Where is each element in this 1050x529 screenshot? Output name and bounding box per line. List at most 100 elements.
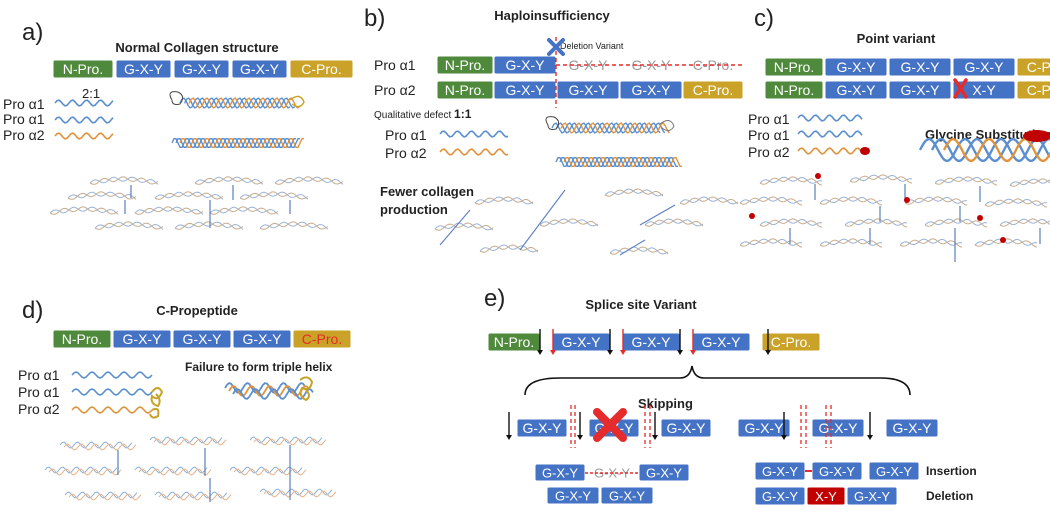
failure-triple-helix-label: Failure to form triple helix — [185, 360, 333, 374]
glycine-x-mark-icon — [953, 78, 968, 99]
domain-segment-2 — [172, 329, 232, 349]
fibril-d-unit-6-a — [64, 491, 138, 499]
panel-b-letter: b) — [364, 5, 385, 32]
fibril-c-unit-13-b — [819, 238, 883, 248]
panel-b-title: Haploinsufficiency — [494, 8, 610, 23]
fibril-c-unit-8-b — [759, 218, 823, 228]
domain-segment-0 — [436, 55, 494, 75]
skipping-row: G-X-YG-X-YG-X-Y — [506, 405, 712, 448]
fibril-c-unit-12-a — [739, 238, 803, 246]
panel-c-chain-2: Pro α1 — [748, 127, 790, 143]
d-alpha1-wave-1 — [71, 371, 153, 379]
fibril-b-link-0 — [439, 209, 471, 246]
domain-label-0: G-X-Y — [542, 466, 578, 481]
fibril-c-mutation-3 — [977, 215, 983, 221]
fibril-c-unit-0-b — [759, 176, 823, 186]
fibril-d-unit-3-b — [48, 468, 122, 476]
d-misfold-strand-2 — [232, 388, 314, 400]
domain-label-3: G-X-Y — [240, 61, 280, 77]
fibril-c-unit-10-b — [924, 218, 988, 228]
domain-segment-0 — [764, 80, 824, 100]
fibril-c-mutation-4 — [1000, 237, 1006, 243]
fibril-b-unit-2-b — [679, 196, 739, 205]
domain-label-1: G-X-Y — [819, 464, 855, 479]
fibril-c-unit-5-a — [819, 196, 883, 204]
panel-c-chain-1: Pro α1 — [748, 111, 790, 127]
fibril-d-unit-3-a — [44, 466, 118, 474]
fibril-c-unit-4-b — [739, 196, 803, 206]
domain-label-1: G-X-Y — [506, 82, 546, 98]
domain-label-0: G-X-Y — [745, 420, 785, 436]
glycine-substitution-label: Glycine Substitution — [925, 127, 1050, 142]
domain-label-3: G-X-Y — [243, 331, 283, 347]
panel-c-chain-3: Pro α2 — [748, 144, 790, 160]
domain-label-1: G-X-Y — [124, 61, 164, 77]
procollagen-b-strand-3 — [560, 122, 670, 134]
fibril-b-unit-7-b — [609, 246, 669, 255]
domain-label-0: N-Pro. — [63, 61, 103, 77]
panel-e-splice-arrows — [537, 329, 771, 355]
panel-d-chain-2: Pro α1 — [18, 384, 60, 400]
fibril-d-unit-8-a — [259, 488, 333, 496]
domain-label-2: G-X-Y — [893, 420, 933, 436]
fibril-b-unit-6-b — [479, 244, 539, 253]
fibril-c-unit-7-a — [984, 198, 1048, 206]
domain-segment-4 — [682, 80, 744, 100]
panel-a-letter: a) — [22, 19, 43, 46]
domain-label-2: G-X-Y — [901, 82, 941, 98]
fibril-a-unit-1-b — [194, 176, 264, 185]
domain-label-0: G-X-Y — [762, 489, 798, 504]
panel-b-row1-label: Pro α1 — [374, 57, 416, 73]
fibril-d-unit-2-a — [249, 436, 323, 444]
fibril-c-unit-9-a — [844, 218, 908, 226]
domain-label-3: G-X-Y — [632, 57, 672, 73]
domain-label-1: G-X-Y — [562, 334, 602, 350]
panel-e-brace — [524, 365, 911, 396]
splice-arrow-black-3-head — [765, 350, 771, 355]
domain-label-1: X-Y — [815, 489, 837, 504]
panel-a-chain-2: Pro α1 — [3, 111, 45, 127]
fibril-c-mutation-2 — [749, 213, 755, 219]
fibril-a-unit-7-b — [134, 206, 204, 215]
tropocollagen-a-strand-2 — [175, 138, 300, 148]
d-alpha2-wave — [71, 406, 153, 414]
alpha1-wave-1 — [54, 99, 114, 107]
domain-label-2: G-X-Y — [569, 82, 609, 98]
domain-segment-2 — [888, 80, 952, 100]
panel-d-letter: d) — [22, 297, 43, 324]
panel-c-title: Point variant — [857, 31, 936, 46]
panel-a-chain-3: Pro α2 — [3, 127, 45, 143]
fibril-c-unit-13-a — [819, 238, 883, 246]
fibril-d-unit-6-b — [68, 493, 142, 501]
fibril-c-unit-7-b — [984, 198, 1048, 208]
fibril-a-unit-3-b — [67, 191, 137, 200]
fibril-b-link-2 — [639, 204, 676, 226]
qualitative-defect-label: Qualitative defect 1:1 — [374, 107, 472, 121]
fibril-c-unit-6-a — [904, 196, 968, 204]
domain-label-1: G-X-Y — [506, 57, 546, 73]
domain-label-0: N-Pro. — [445, 57, 485, 73]
fibril-c-unit-1-b — [849, 174, 913, 184]
panel-e-title: Splice site Variant — [585, 297, 697, 312]
d-cpro-knot-2 — [149, 407, 160, 419]
domain-segment-0 — [546, 486, 600, 505]
domain-segment-2 — [173, 59, 230, 79]
domain-label-2: G-X-Y — [569, 57, 609, 73]
tropocollagen-a-strand-3 — [179, 138, 304, 148]
panel-d-title: C-Propeptide — [156, 303, 238, 318]
c-close-strand-0 — [918, 138, 1050, 162]
fibril-d-unit-4-b — [138, 468, 212, 476]
panel-b: b) Haploinsufficiency Deletion Variant P… — [364, 5, 744, 256]
fibril-c-unit-6-b — [904, 196, 968, 206]
panel-b-procollagen — [545, 116, 682, 167]
domain-label-0: N-Pro. — [774, 82, 814, 98]
fibril-c-unit-4-a — [739, 196, 803, 204]
domain-segment-3 — [231, 59, 288, 79]
splice-arrow-red-2-head — [690, 350, 696, 355]
domain-label-2: G-X-Y — [854, 489, 890, 504]
domain-label-1: G-X-Y — [123, 331, 163, 347]
domain-label-3: G-X-Y — [965, 59, 1005, 75]
fibril-a-unit-0-b — [89, 176, 159, 185]
